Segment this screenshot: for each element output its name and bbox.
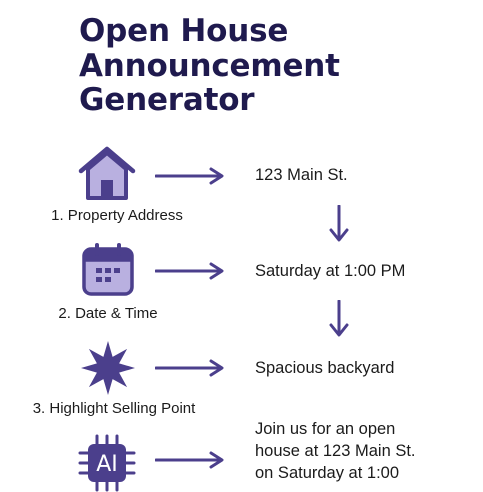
announcement-line-1: Join us for an open [255, 420, 396, 438]
arrow-down-2 [329, 299, 349, 343]
ai-chip-icon: AI [78, 434, 136, 492]
arrow-right-2 [154, 262, 225, 285]
step-label-property-address: 1. Property Address [51, 207, 183, 224]
announcement-line-2: house at 123 Main St. [255, 442, 416, 460]
generated-announcement: Join us for an open house at 123 Main St… [255, 418, 470, 484]
title-line-3: Generator [79, 82, 255, 118]
title-line-2: Announcement [79, 47, 340, 84]
output-address: 123 Main St. [255, 166, 348, 184]
starburst-icon [79, 339, 137, 397]
title-line-1: Open House [79, 13, 289, 49]
house-icon [76, 145, 138, 201]
announcement-line-3: on Saturday at 1:00 [255, 464, 400, 482]
arrow-right-4 [154, 451, 225, 474]
step-label-date-time: 2. Date & Time [58, 305, 158, 322]
page-title: Open House Announcement Generator [79, 14, 469, 118]
arrow-down-1 [329, 204, 349, 248]
ai-chip-text: AI [96, 452, 118, 477]
output-date-time: Saturday at 1:00 PM [255, 262, 406, 280]
arrow-right-1 [154, 167, 225, 190]
calendar-icon [81, 243, 135, 297]
step-label-highlight-selling-point: 3. Highlight Selling Point [32, 400, 196, 417]
output-selling-point: Spacious backyard [255, 359, 395, 377]
arrow-right-3 [154, 359, 225, 382]
